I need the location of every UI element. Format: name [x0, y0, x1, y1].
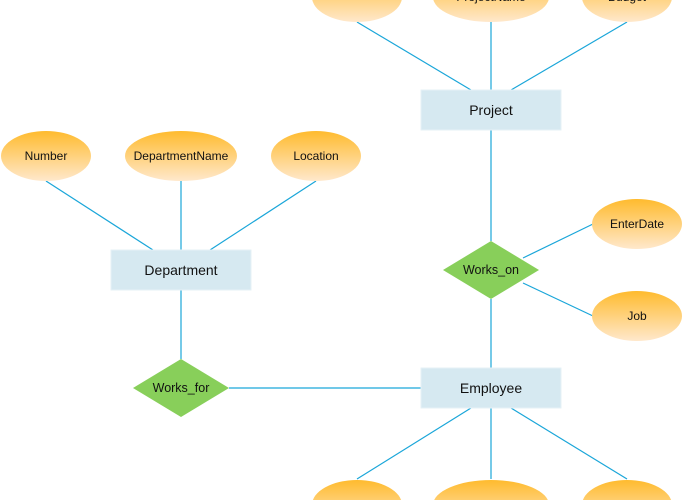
attribute-label: EnterDate	[610, 217, 664, 231]
connector-works-on-job	[522, 282, 594, 317]
connector-works-on-enterdate	[522, 223, 594, 259]
attribute-label: Id	[352, 498, 362, 500]
attribute-project-name[interactable]: ProjectName	[433, 0, 549, 22]
attribute-first-name[interactable]: FirstName	[433, 480, 549, 500]
attribute-last-name[interactable]: LastName	[582, 480, 672, 500]
attribute-enter-date[interactable]: EnterDate	[592, 199, 682, 249]
connector-project-attr1-project	[356, 21, 472, 91]
entity-employee[interactable]: Employee	[420, 367, 562, 409]
entity-label: Project	[469, 102, 513, 118]
attribute-label: LastName	[600, 498, 655, 500]
entity-project[interactable]: Project	[420, 89, 562, 131]
relationship-label: Works_on	[463, 263, 519, 277]
entity-label: Department	[144, 262, 217, 278]
attribute-department-name[interactable]: DepartmentName	[125, 131, 237, 181]
attribute-label: Budget	[608, 0, 647, 4]
connector-project-attr3-project	[510, 21, 628, 91]
attribute-label: DepartmentName	[134, 149, 229, 163]
attribute-project-1[interactable]	[312, 0, 402, 22]
attribute-employee-1[interactable]: Id	[312, 480, 402, 500]
entity-department[interactable]: Department	[110, 249, 252, 291]
connector-employee-attr1	[356, 407, 472, 480]
attribute-location[interactable]: Location	[271, 131, 361, 181]
connector-employee-lastname	[510, 407, 628, 480]
connector-number-department	[45, 180, 154, 251]
attribute-label: Number	[25, 149, 68, 163]
attribute-project-3[interactable]: Budget	[582, 0, 672, 22]
connectors	[45, 21, 628, 480]
attribute-job[interactable]: Job	[592, 291, 682, 341]
attribute-number[interactable]: Number	[1, 131, 91, 181]
attribute-label: ProjectName	[456, 0, 526, 4]
attribute-label: FirstName	[463, 498, 519, 500]
relationship-works-for[interactable]: Works_for	[133, 359, 229, 417]
entity-label: Employee	[460, 380, 522, 396]
connector-location-department	[209, 180, 317, 251]
relationship-works-on[interactable]: Works_on	[443, 241, 539, 299]
relationship-label: Works_for	[153, 381, 210, 395]
attribute-label: Job	[627, 309, 647, 323]
attribute-label: Location	[293, 149, 338, 163]
